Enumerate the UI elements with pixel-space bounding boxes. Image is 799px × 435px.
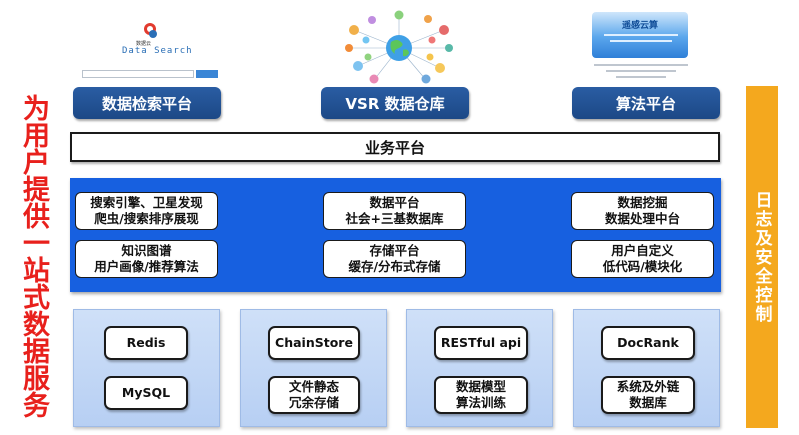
data-search-logo-cn: 数据云 <box>136 41 152 47</box>
slogan-vertical-text: 为用户提供一站式数据服务 <box>18 94 49 418</box>
chainstore-box: ChainStore <box>268 326 360 360</box>
remote-sensing-cloud-thumbnail: 遥感云算 <box>586 8 698 80</box>
docrank-label: DocRank <box>617 335 679 350</box>
docrank-box: DocRank <box>601 326 695 360</box>
thumbnail-search-button <box>196 70 218 78</box>
user-custom-box: 用户自定义 低代码/模块化 <box>571 240 714 278</box>
data-search-platform: 数据检索平台 <box>73 87 221 119</box>
bottom-column-4: DocRank 系统及外链 数据库 <box>573 309 720 427</box>
data-platform-line-2: 社会+三基数据库 <box>345 211 444 226</box>
restful-api-box: RESTful api <box>434 326 528 360</box>
system-external-line-2: 数据库 <box>629 395 667 410</box>
data-search-thumbnail: 数据云 Data Search <box>80 8 220 80</box>
user-custom-line-1: 用户自定义 <box>611 243 674 258</box>
algorithm-platform: 算法平台 <box>572 87 720 119</box>
cloud-footer-line <box>616 76 666 78</box>
cloud-footer-line <box>594 64 688 66</box>
storage-platform-box: 存储平台 缓存/分布式存储 <box>323 240 466 278</box>
data-model-line-2: 算法训练 <box>455 395 506 410</box>
data-platform-line-1: 数据平台 <box>369 195 420 210</box>
file-static-line-2: 冗余存储 <box>288 395 339 410</box>
knowledge-graph-box: 知识图谱 用户画像/推荐算法 <box>75 240 218 278</box>
data-search-logo-text: Data Search <box>122 46 193 56</box>
redis-box: Redis <box>104 326 188 360</box>
mysql-label: MySQL <box>121 385 171 400</box>
data-mining-box: 数据挖掘 数据处理中台 <box>571 192 714 230</box>
cloud-banner-line <box>604 34 678 36</box>
mysql-box: MySQL <box>104 376 188 410</box>
search-engine-line-2: 爬虫/搜索排序展现 <box>94 211 199 226</box>
data-search-logo-icon <box>144 23 157 38</box>
business-platform-bar: 业务平台 <box>70 132 720 162</box>
restful-api-label: RESTful api <box>440 335 522 350</box>
log-security-control-text: 日志及安全控制 <box>751 190 772 324</box>
search-engine-box: 搜索引擎、卫星发现 爬虫/搜索排序展现 <box>75 192 218 230</box>
bottom-column-1: Redis MySQL <box>73 309 220 427</box>
system-external-line-1: 系统及外链 <box>616 379 680 394</box>
user-custom-line-2: 低代码/模块化 <box>602 259 683 274</box>
storage-platform-line-1: 存储平台 <box>369 243 420 258</box>
data-model-line-1: 数据模型 <box>455 379 506 394</box>
cloud-title: 遥感云算 <box>621 21 658 31</box>
search-engine-line-1: 搜索引擎、卫星发现 <box>90 195 203 210</box>
data-model-box: 数据模型 算法训练 <box>434 376 528 414</box>
storage-platform-line-2: 缓存/分布式存储 <box>348 259 441 274</box>
data-mining-line-2: 数据处理中台 <box>604 211 680 226</box>
data-platform-box: 数据平台 社会+三基数据库 <box>323 192 466 230</box>
globe-network-icon <box>345 10 453 84</box>
cloud-banner-line <box>610 40 672 42</box>
chainstore-label: ChainStore <box>275 335 353 350</box>
bottom-column-3: RESTful api 数据模型 算法训练 <box>406 309 553 427</box>
knowledge-graph-line-1: 知识图谱 <box>121 243 172 258</box>
redis-label: Redis <box>126 335 166 350</box>
system-external-db-box: 系统及外链 数据库 <box>601 376 695 414</box>
file-static-line-1: 文件静态 <box>288 379 339 394</box>
log-security-control-bar: 日志及安全控制 <box>746 86 778 428</box>
knowledge-graph-line-2: 用户画像/推荐算法 <box>94 259 199 274</box>
thumbnail-search-bar <box>82 70 194 78</box>
data-mining-line-1: 数据挖掘 <box>617 195 668 210</box>
middle-services-panel: 搜索引擎、卫星发现 爬虫/搜索排序展现 知识图谱 用户画像/推荐算法 数据平台 … <box>70 178 721 292</box>
cloud-footer-line <box>606 70 676 72</box>
vsr-data-warehouse: VSR 数据仓库 <box>321 87 469 119</box>
bottom-column-2: ChainStore 文件静态 冗余存储 <box>240 309 387 427</box>
file-static-storage-box: 文件静态 冗余存储 <box>268 376 360 414</box>
